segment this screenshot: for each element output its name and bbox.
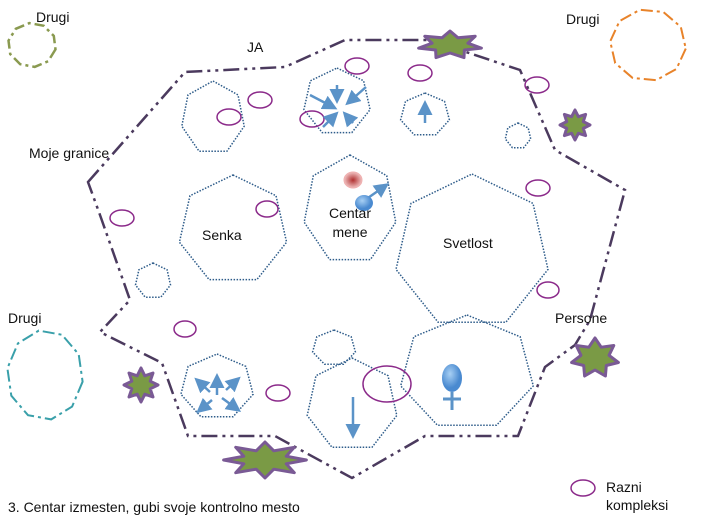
complex-ellipse bbox=[525, 179, 551, 197]
senka-label: Senka bbox=[202, 227, 242, 243]
caption: 3. Centar izmesten, gubi svoje kontrolno… bbox=[8, 499, 300, 515]
hexagon-introjection bbox=[303, 67, 371, 134]
drugi-label-top-left: Drugi bbox=[36, 9, 70, 25]
complex-ellipse bbox=[536, 281, 560, 299]
displaced-center-ball-icon bbox=[355, 195, 373, 211]
ja-label: JA bbox=[247, 39, 264, 55]
complex-ellipse bbox=[255, 200, 279, 218]
original-center-dot-icon bbox=[343, 171, 363, 189]
arrow-in-icon bbox=[345, 86, 367, 106]
legend-label-2: kompleksi bbox=[606, 497, 669, 513]
drugi-outline-top-left bbox=[7, 21, 57, 69]
star-right-top bbox=[558, 108, 592, 142]
hexagon-down bbox=[306, 357, 398, 449]
star-top bbox=[417, 29, 483, 60]
drugi-label-top-right: Drugi bbox=[566, 11, 600, 27]
venus-symbol-icon bbox=[442, 364, 462, 392]
arrow-in-icon bbox=[342, 111, 359, 128]
legend-complex-icon bbox=[570, 479, 596, 497]
ja-boundary bbox=[86, 38, 627, 480]
complex-ellipse bbox=[344, 57, 370, 75]
hexagon-feminine bbox=[399, 314, 535, 427]
complex-ellipse bbox=[247, 91, 273, 109]
star-bottom bbox=[222, 440, 308, 480]
star-left bbox=[122, 366, 160, 404]
centar-mene-label-2: mene bbox=[332, 224, 368, 240]
drugi-outline-left bbox=[6, 329, 84, 421]
complex-ellipse bbox=[216, 108, 242, 126]
arrow-out-icon bbox=[224, 376, 241, 393]
complex-ellipse bbox=[362, 365, 412, 403]
hexagon-small-left bbox=[134, 262, 172, 298]
centar-mene-label-1: Centar bbox=[328, 205, 372, 221]
arrow-out-icon bbox=[194, 377, 211, 394]
svetlost-label: Svetlost bbox=[443, 235, 493, 251]
complex-ellipse bbox=[173, 320, 197, 338]
persone-label: Persone bbox=[555, 310, 608, 326]
hexagon-projection bbox=[180, 353, 254, 418]
hexagon-top-left bbox=[181, 80, 245, 153]
moje-granice-label: Moje granice bbox=[29, 145, 110, 161]
complex-ellipse bbox=[265, 384, 291, 402]
drugi-outline-top-right bbox=[609, 8, 687, 82]
hexagon-small-bottom bbox=[311, 329, 357, 365]
hexagon-top-right bbox=[399, 92, 451, 136]
arrow-in-icon bbox=[309, 93, 338, 110]
arrow-out-icon bbox=[221, 396, 242, 412]
hexagon-small-right bbox=[504, 122, 532, 149]
arrow-out-icon bbox=[196, 397, 213, 414]
complex-ellipse bbox=[407, 64, 433, 82]
complex-ellipse bbox=[524, 76, 550, 94]
arrow-in-icon bbox=[322, 111, 339, 128]
star-persone bbox=[570, 336, 620, 378]
drugi-label-left: Drugi bbox=[8, 310, 42, 326]
hexagon-svetlost bbox=[395, 173, 549, 324]
complex-ellipse bbox=[109, 209, 135, 227]
legend-label-1: Razni bbox=[606, 479, 642, 495]
